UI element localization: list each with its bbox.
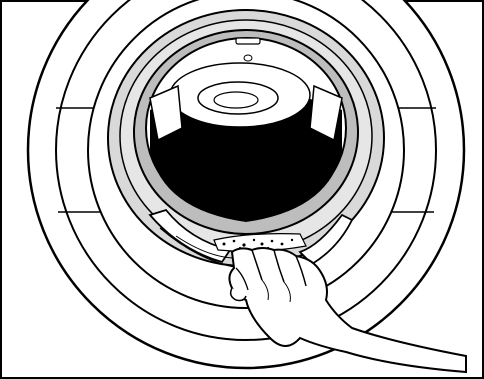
debris-speck [242, 243, 245, 246]
debris-speck [291, 239, 293, 241]
debris-speck [253, 239, 255, 241]
debris-speck [281, 243, 284, 246]
debris-speck [223, 243, 226, 246]
debris-speck [271, 240, 274, 243]
debris-speck [233, 240, 236, 243]
debris-speck [261, 243, 264, 246]
drum-back-plate [170, 63, 310, 127]
drum-top-lifter [236, 38, 260, 44]
